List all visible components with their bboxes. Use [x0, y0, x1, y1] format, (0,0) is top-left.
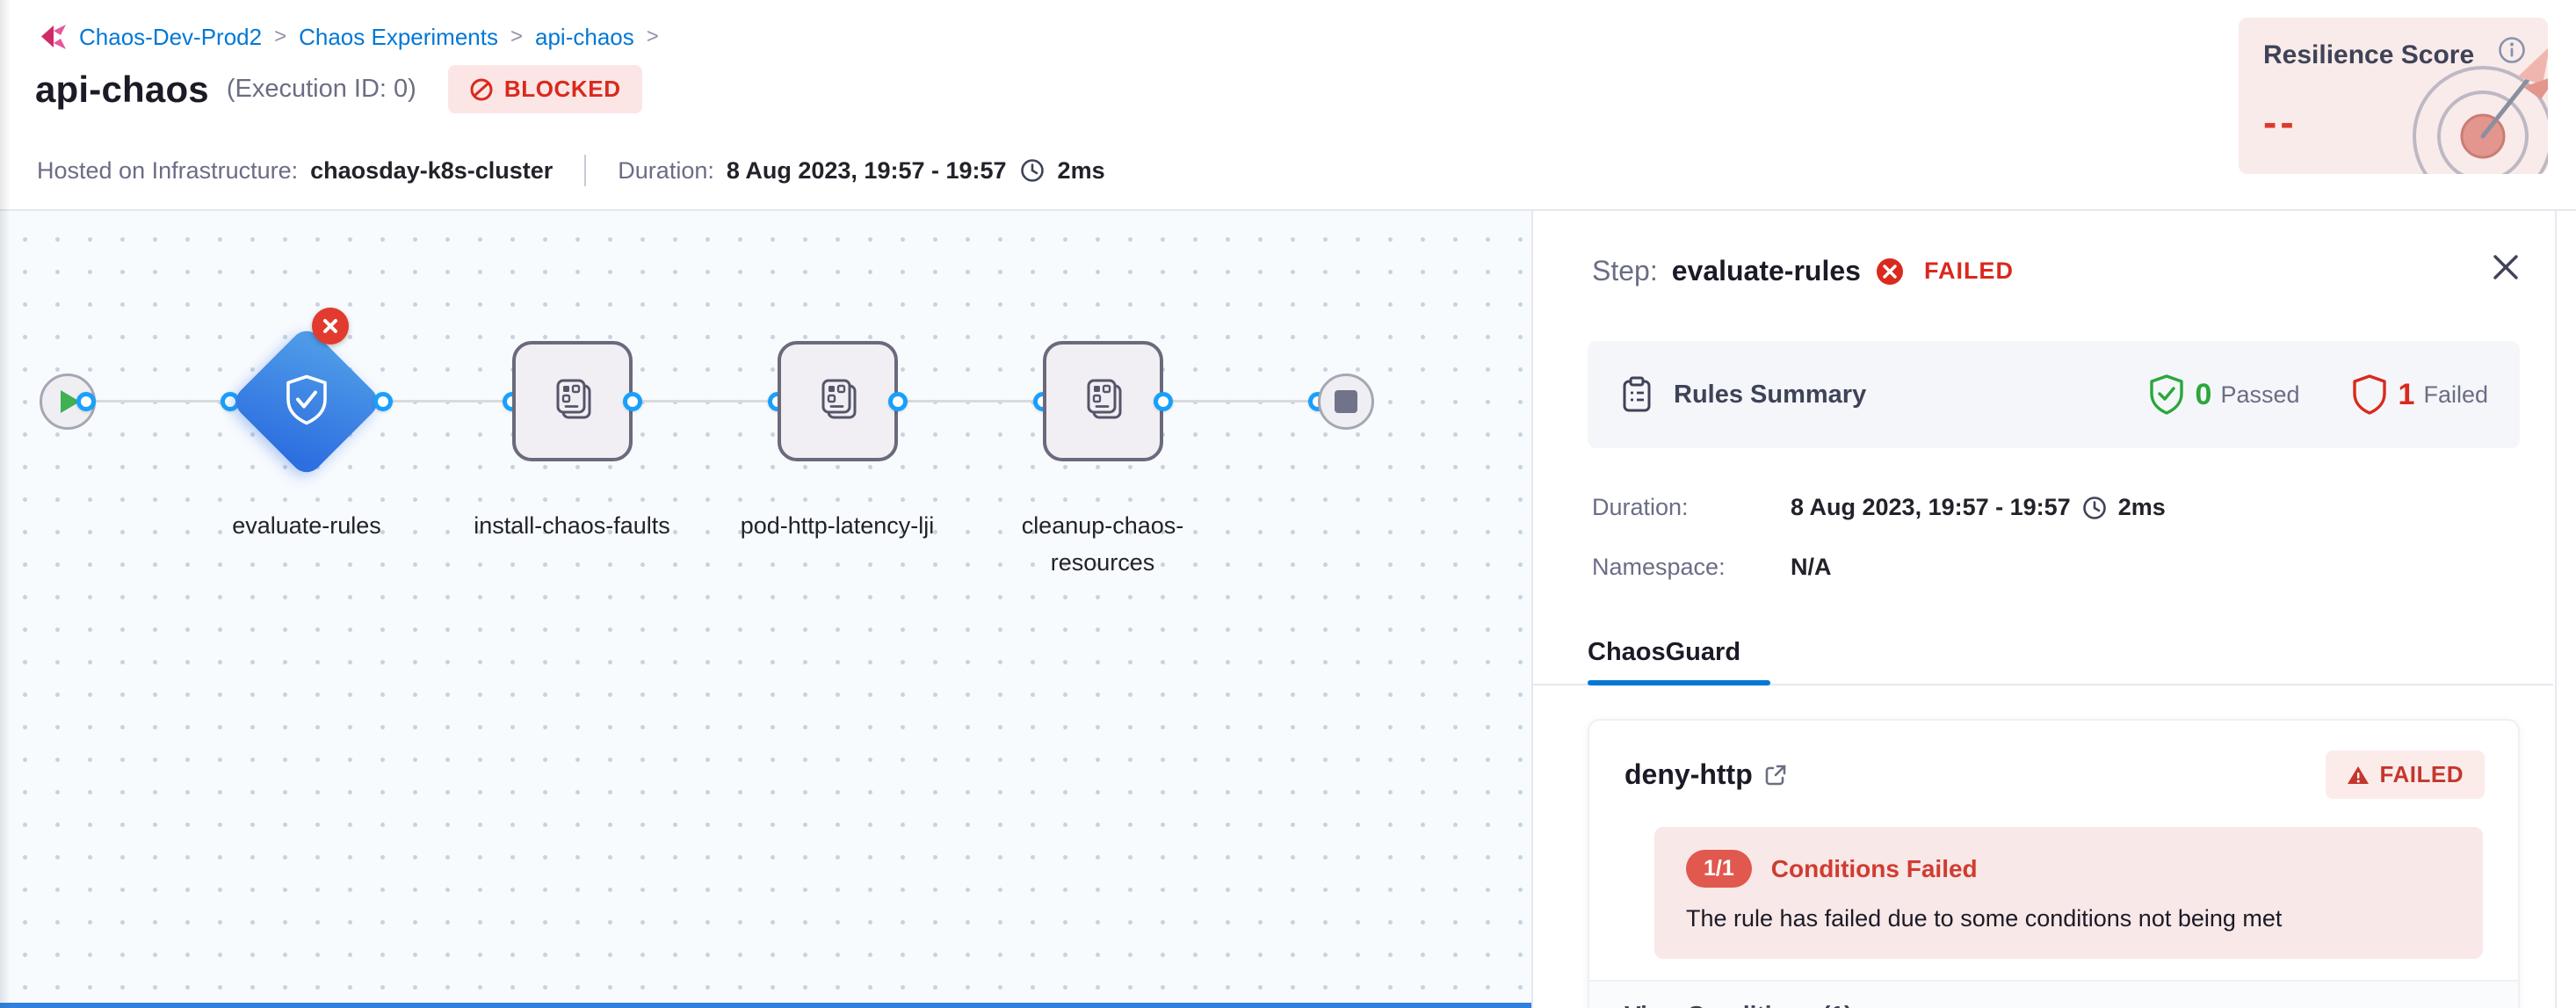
failed-label: Failed — [2423, 381, 2488, 408]
main-content: evaluate-rules install-chaos-faults — [0, 211, 2576, 1008]
step-status: FAILED — [1923, 257, 2014, 284]
infra-label: Hosted on Infrastructure: — [37, 156, 299, 184]
rule-card-header: deny-http — [1589, 721, 2518, 799]
title-row: api-chaos (Execution ID: 0) BLOCKED — [35, 65, 642, 113]
failed-circle-icon — [1875, 257, 1905, 286]
breadcrumb-project[interactable]: Chaos-Dev-Prod2 — [79, 23, 263, 50]
tab-divider — [1533, 684, 2553, 685]
canvas-horizontal-scrollbar[interactable] — [0, 1003, 1531, 1008]
node-failed-badge — [312, 308, 349, 344]
rules-summary-bar: Rules Summary 0 Passed 1 Failed — [1588, 341, 2520, 448]
breadcrumb: Chaos-Dev-Prod2 > Chaos Experiments > ap… — [37, 21, 661, 53]
node-label: cleanup-chaos-resources — [1021, 512, 1184, 576]
pipeline-node-cleanup-chaos-resources[interactable] — [1043, 341, 1163, 461]
clock-icon — [2081, 495, 2108, 521]
rule-status-badge: FAILED — [2325, 751, 2485, 799]
panel-duration-value: 8 Aug 2023, 19:57 - 19:57 — [1791, 494, 2071, 520]
rules-summary-title: Rules Summary — [1674, 380, 1867, 409]
connector-port — [1154, 392, 1173, 411]
passed-count: 0 — [2195, 377, 2212, 411]
node-label: pod-http-latency-lji — [740, 512, 935, 539]
clipboard-icon — [1619, 375, 1654, 414]
play-icon — [61, 390, 80, 413]
step-header: Step: evaluate-rules FAILED — [1592, 255, 2014, 287]
pipeline-node-install-chaos-faults[interactable] — [512, 341, 633, 461]
chaos-faults-icon — [548, 374, 597, 428]
external-link-icon[interactable] — [1763, 763, 1788, 787]
panel-duration-label: Duration: — [1592, 494, 1689, 520]
pipeline-end-node[interactable] — [1318, 373, 1374, 430]
status-badge-label: BLOCKED — [503, 76, 621, 102]
tab-chaosguard[interactable]: ChaosGuard — [1588, 638, 1741, 666]
rule-status-label: FAILED — [2379, 761, 2464, 787]
duration-value: 8 Aug 2023, 19:57 - 19:57 — [726, 156, 1007, 184]
connector-port — [373, 392, 393, 411]
rule-card-deny-http: deny-http — [1588, 719, 2520, 1008]
page-title: api-chaos — [35, 68, 209, 110]
header-meta-row: Hosted on Infrastructure: chaosday-k8s-c… — [37, 155, 1105, 186]
failed-count: 1 — [2398, 377, 2415, 411]
shield-check-icon — [283, 373, 330, 431]
step-name: evaluate-rules — [1671, 255, 1861, 286]
stop-icon — [1335, 390, 1357, 413]
namespace-label: Namespace: — [1592, 554, 1726, 580]
node-label: install-chaos-faults — [474, 512, 670, 539]
conditions-ratio-pill: 1/1 — [1686, 850, 1752, 888]
pipeline-connector — [58, 400, 1314, 402]
panel-tabs: ChaosGuard — [1533, 638, 2553, 687]
close-icon[interactable] — [2486, 248, 2525, 286]
meta-divider — [584, 155, 587, 186]
conditions-failed-alert: 1/1 Conditions Failed The rule has faile… — [1654, 827, 2483, 959]
resilience-score-title: Resilience Score — [2263, 40, 2475, 69]
namespace-value: N/A — [1791, 554, 1832, 580]
pipeline-node-pod-http-latency[interactable] — [778, 341, 898, 461]
target-illustration — [2386, 31, 2548, 174]
resilience-score-value: -- — [2263, 99, 2297, 145]
rule-card-footer: View Conditions (1) — [1589, 980, 2518, 1008]
active-tab-underline — [1588, 680, 1770, 685]
rule-name-link[interactable]: deny-http — [1624, 758, 1753, 790]
no-entry-icon — [469, 77, 494, 102]
breadcrumb-separator: > — [510, 25, 524, 48]
connector-port — [888, 392, 908, 411]
namespace-row: Namespace: N/A — [1592, 554, 1832, 581]
warning-triangle-icon — [2347, 765, 2370, 786]
panel-scrollbar[interactable] — [2555, 211, 2576, 1008]
node-label: evaluate-rules — [232, 512, 381, 539]
breadcrumb-experiments[interactable]: Chaos Experiments — [299, 23, 498, 50]
passed-label: Passed — [2220, 381, 2300, 408]
conditions-failed-message: The rule has failed due to some conditio… — [1686, 905, 2283, 932]
info-icon[interactable] — [2495, 33, 2529, 71]
panel-duration-ms: 2ms — [2117, 494, 2166, 520]
chaos-faults-icon — [1079, 374, 1128, 428]
page-header: Chaos-Dev-Prod2 > Chaos Experiments > ap… — [0, 0, 2576, 211]
step-detail-panel: Step: evaluate-rules FAILED — [1531, 211, 2576, 1008]
chaos-module-icon — [37, 21, 69, 53]
infra-value: chaosday-k8s-cluster — [310, 156, 554, 184]
execution-id: (Execution ID: 0) — [226, 75, 416, 103]
shield-passed-icon — [2148, 373, 2185, 416]
step-label: Step: — [1592, 255, 1658, 286]
duration-ms: 2ms — [1057, 156, 1105, 184]
connector-port — [623, 392, 642, 411]
view-conditions-label: View Conditions (1) — [1624, 1001, 1852, 1008]
pipeline-node-evaluate-rules[interactable] — [229, 324, 384, 479]
conditions-failed-title: Conditions Failed — [1770, 854, 1978, 882]
pipeline-canvas[interactable]: evaluate-rules install-chaos-faults — [0, 211, 1531, 1008]
breadcrumb-separator: > — [274, 25, 287, 48]
shield-failed-icon — [2351, 373, 2388, 416]
breadcrumb-separator: > — [646, 25, 659, 48]
duration-row: Duration: 8 Aug 2023, 19:57 - 19:57 2ms — [1592, 494, 2166, 521]
duration-label: Duration: — [618, 156, 714, 184]
chaos-faults-icon — [814, 374, 863, 428]
clock-icon — [1019, 157, 1046, 184]
breadcrumb-experiment[interactable]: api-chaos — [535, 23, 634, 50]
status-badge-blocked: BLOCKED — [447, 65, 642, 113]
view-conditions-toggle[interactable]: View Conditions (1) — [1624, 1001, 2483, 1008]
connector-port — [76, 392, 96, 411]
resilience-score-card: Resilience Score -- — [2239, 18, 2548, 174]
